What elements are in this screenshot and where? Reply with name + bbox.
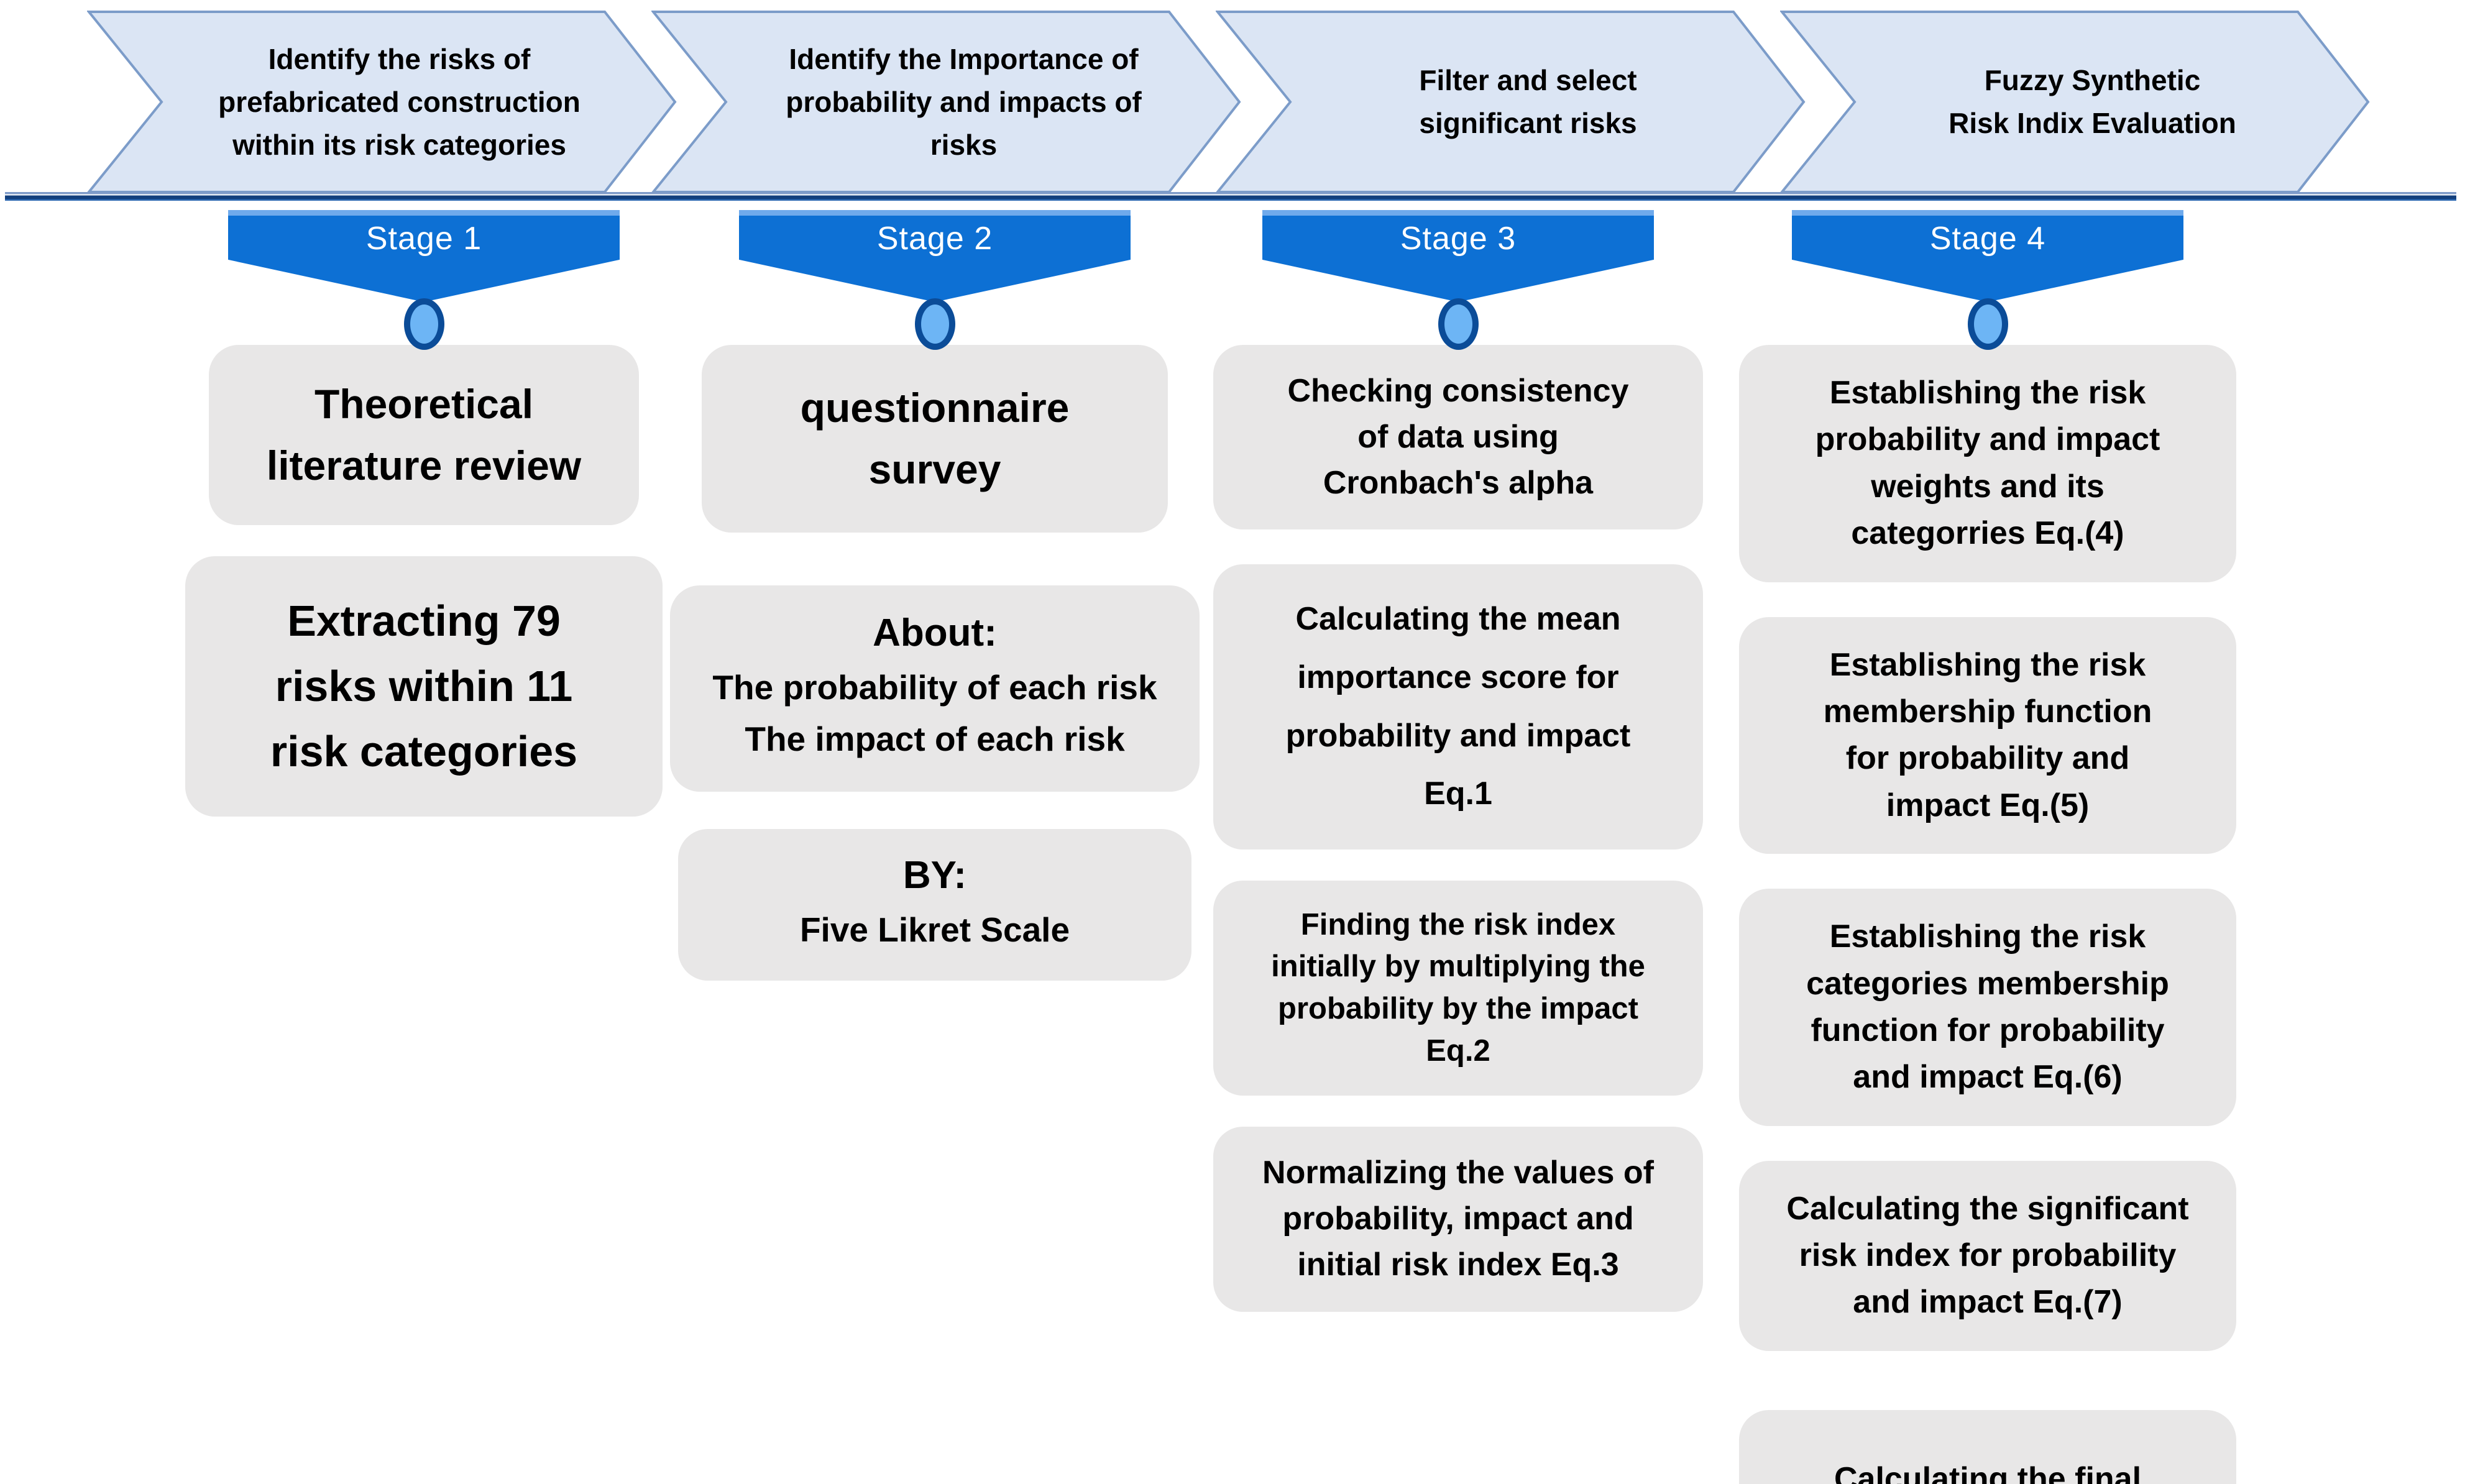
stage-4-box-final-significant-index: Calculating the finalsignificant risk in… [1739,1409,2236,1484]
stage-3-banner-label: Stage 3 [1400,221,1517,257]
by-heading: BY: [902,854,967,897]
stage-2-banner-label: Stage 2 [876,221,993,257]
timeline-separator-line [5,192,2456,201]
stage-1-circle-marker [403,298,444,350]
stage-1-banner: Stage 1 [228,210,620,302]
stage-3-banner: Stage 3 [1262,210,1654,302]
stage-4-banner-label: Stage 4 [1929,221,2046,257]
stage-2-circle-marker [914,298,955,350]
stage-2-banner: Stage 2 [739,210,1131,302]
stage-4-banner: Stage 4 [1792,210,2183,302]
stage-1-banner-label: Stage 1 [365,221,482,257]
stage-4-circle-marker [1967,298,2008,350]
stage-3-circle-marker [1438,298,1479,350]
about-heading: About: [873,611,997,654]
by-lines: Five Likret Scale [799,910,1070,949]
stage-2-box-by: BY: Five Likret Scale [677,829,1192,981]
